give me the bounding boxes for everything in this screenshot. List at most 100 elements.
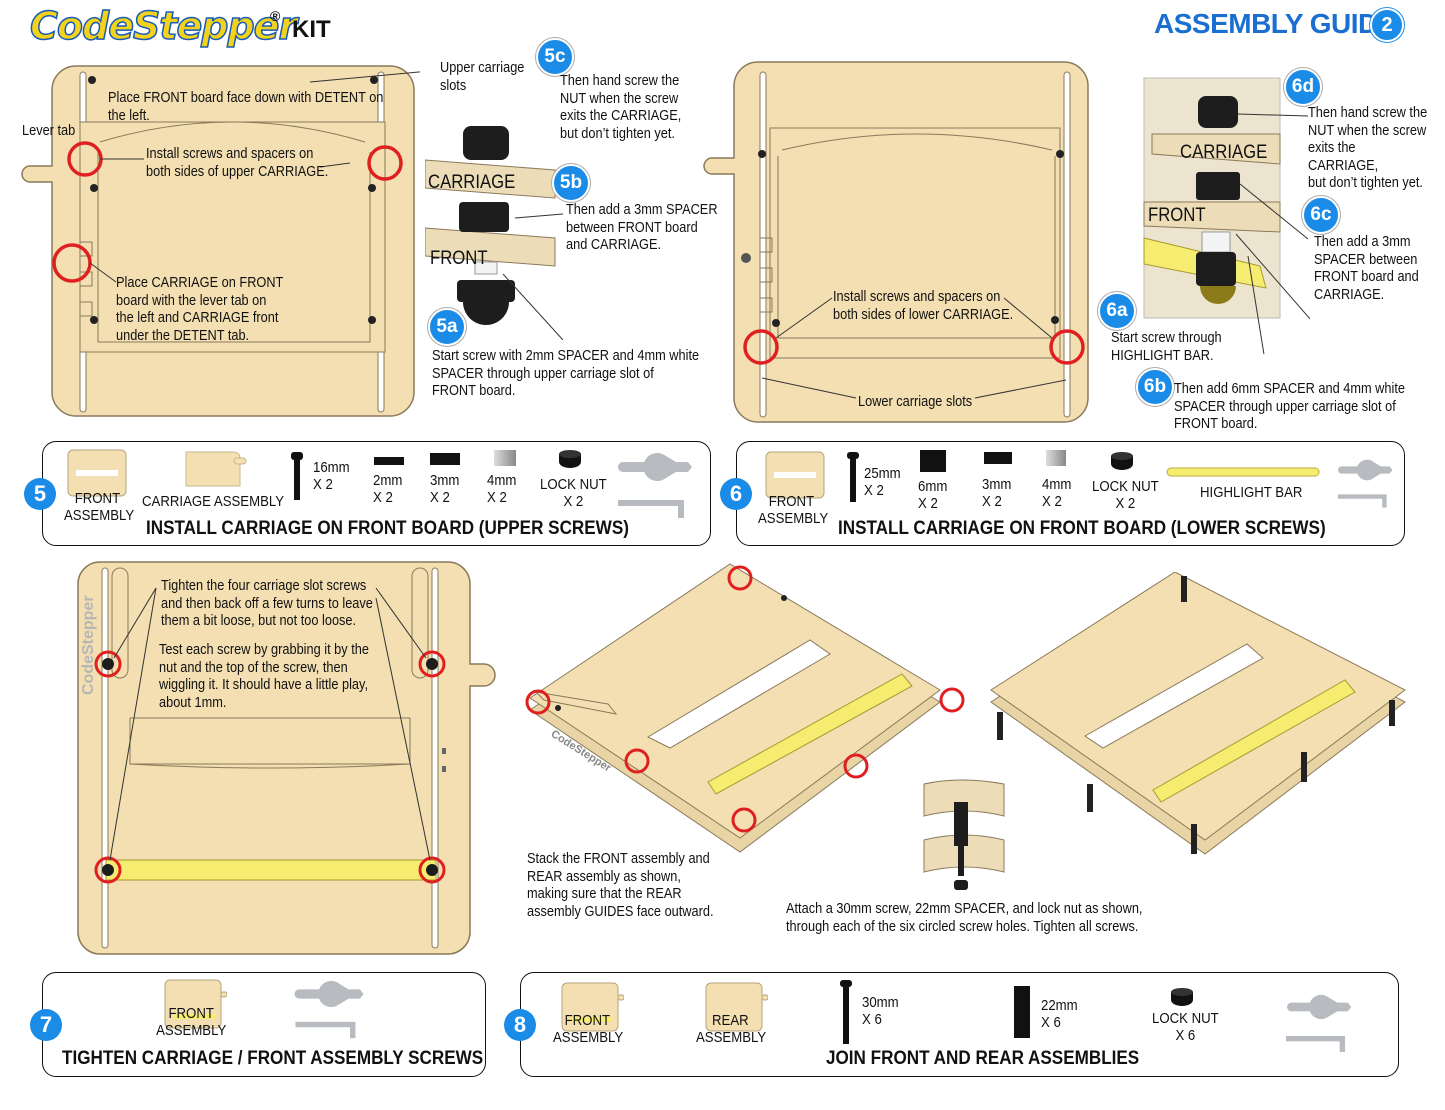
spacer-icon [494, 450, 516, 466]
text-5b: Then add a 3mm SPACER between FRONT boar… [566, 202, 718, 253]
text-6b: Then add 6mm SPACER and 4mm white SPACER… [1174, 381, 1405, 432]
part-22mm-spacer: 22mm X 6 [1041, 997, 1078, 1031]
badge-6c: 6c [1302, 196, 1340, 234]
wrench-icon [1287, 994, 1352, 1020]
upper-slots-callout: Upper carriage slots [440, 60, 525, 94]
place-carriage-callout: Place CARRIAGE on FRONT board with the l… [116, 275, 284, 344]
spacer-icon [1046, 450, 1066, 466]
rear-assembly-thumbnail [705, 982, 768, 1032]
part-front-assembly: FRONT ASSEMBLY [64, 490, 135, 524]
text-6d: Then hand screw the NUT when the screw e… [1308, 105, 1428, 191]
part-lock-nut: LOCK NUT X 6 [1152, 1010, 1219, 1044]
step8-stacked-assembly-illustration [525, 563, 965, 853]
lock-nut-icon [559, 450, 581, 468]
spacer-screw-detail-illustration [923, 779, 1005, 890]
part-16mm-screw: 16mm X 2 [313, 459, 350, 493]
step6-parts-panel [736, 441, 1405, 546]
badge-5c: 5c [536, 38, 574, 76]
step5-front-label: FRONT [430, 248, 488, 269]
hex-key-icon [295, 1021, 356, 1039]
step6-screw-detail-illustration [1143, 77, 1310, 354]
badge-6d: 6d [1284, 68, 1322, 106]
screw-icon [847, 452, 859, 502]
step8-number-badge: 8 [504, 1009, 536, 1041]
step6-front-label: FRONT [1148, 205, 1206, 226]
part-rear-assembly: REAR ASSEMBLY [696, 1012, 767, 1046]
stack-callout: Stack the FRONT assembly and REAR assemb… [527, 851, 714, 920]
attach-callout: Attach a 30mm screw, 22mm SPACER, and lo… [786, 901, 1143, 935]
part-30mm-screw: 30mm X 6 [862, 994, 899, 1028]
spacer-icon [374, 457, 404, 465]
step8-panel-title: JOIN FRONT AND REAR ASSEMBLIES [826, 1048, 1140, 1069]
step6-panel-title: INSTALL CARRIAGE ON FRONT BOARD (LOWER S… [838, 518, 1326, 539]
screw-icon [291, 452, 303, 500]
step5-front-board-illustration [21, 65, 420, 417]
spacer-icon [430, 453, 460, 465]
part-front-assembly: FRONT ASSEMBLY [553, 1012, 624, 1046]
kit-label: KIT [292, 16, 331, 43]
guide-title: ASSEMBLY GUIDE [1154, 8, 1396, 39]
tighten-callout: Tighten the four carriage slot screws an… [161, 578, 373, 629]
step7-panel-title: TIGHTEN CARRIAGE / FRONT ASSEMBLY SCREWS [62, 1048, 484, 1069]
step5-panel-title: INSTALL CARRIAGE ON FRONT BOARD (UPPER S… [146, 518, 629, 539]
front-assembly-thumbnail [561, 982, 624, 1032]
highlight-bar-thumbnail [1166, 467, 1320, 477]
lock-nut-icon [1111, 452, 1133, 470]
step7-parts-panel [42, 972, 486, 1077]
step8-rear-assembly-illustration [990, 572, 1406, 855]
step7-board-illustration [77, 561, 496, 955]
part-4mm-spacer: 4mm X 2 [487, 472, 517, 506]
spacer-icon [1014, 986, 1030, 1038]
spacer-icon [984, 452, 1012, 464]
part-lock-nut: LOCK NUT X 2 [1092, 478, 1159, 512]
part-3mm-spacer: 3mm X 2 [430, 472, 460, 506]
front-assembly-thumbnail [765, 451, 825, 499]
step5-carriage-label: CARRIAGE [428, 172, 516, 193]
part-4mm-spacer: 4mm X 2 [1042, 476, 1072, 510]
registered-mark: ® [270, 8, 281, 24]
step6-front-board-illustration [703, 61, 1089, 423]
hex-key-icon [1286, 1035, 1346, 1053]
part-front-assembly: FRONT ASSEMBLY [156, 1005, 227, 1039]
part-25mm-screw: 25mm X 2 [864, 465, 901, 499]
brand-logo: CodeStepper [29, 3, 298, 49]
place-front-callout: Place FRONT board face down with DETENT … [108, 90, 384, 124]
part-3mm-spacer: 3mm X 2 [982, 476, 1012, 510]
screw-icon [840, 980, 852, 1044]
hex-key-icon [1338, 494, 1387, 508]
front-assembly-thumbnail [67, 449, 127, 497]
part-6mm-spacer: 6mm X 2 [918, 478, 948, 512]
step7-number-badge: 7 [30, 1009, 62, 1041]
text-5a: Start screw with 2mm SPACER and 4mm whit… [432, 348, 700, 399]
install-lower-callout: Install screws and spacers on both sides… [833, 289, 1014, 323]
install-screws-callout: Install screws and spacers on both sides… [146, 146, 329, 180]
front-assembly-thumbnail [164, 979, 227, 1029]
lock-nut-icon [1171, 988, 1193, 1006]
carriage-assembly-thumbnail [185, 451, 247, 487]
part-front-assembly: FRONT ASSEMBLY [758, 493, 829, 527]
lower-slots-callout: Lower carriage slots [858, 394, 973, 410]
badge-6b: 6b [1136, 368, 1174, 406]
part-carriage-assembly: CARRIAGE ASSEMBLY [142, 493, 285, 510]
step6-number-badge: 6 [720, 478, 752, 510]
guide-number-badge: 2 [1370, 8, 1404, 42]
part-2mm-spacer: 2mm X 2 [373, 472, 403, 506]
wrench-icon [618, 453, 692, 481]
spacer-icon [920, 450, 946, 472]
lever-tab-callout: Lever tab [22, 123, 76, 139]
step5-number-badge: 5 [24, 478, 56, 510]
hex-key-icon [618, 500, 684, 518]
part-highlight-bar: HIGHLIGHT BAR [1200, 484, 1303, 501]
wrench-icon [294, 980, 364, 1008]
test-callout: Test each screw by grabbing it by the nu… [159, 642, 369, 711]
step5-screw-detail-illustration [425, 126, 564, 340]
step6-carriage-label: CARRIAGE [1180, 142, 1268, 163]
part-lock-nut: LOCK NUT X 2 [540, 476, 607, 510]
wrench-icon [1338, 459, 1393, 481]
text-5c: Then hand screw the NUT when the screw e… [560, 73, 682, 142]
text-6c: Then add a 3mm SPACER between FRONT boar… [1314, 234, 1419, 303]
badge-5a: 5a [428, 308, 466, 346]
step8-parts-panel [520, 972, 1399, 1077]
badge-5b: 5b [552, 164, 590, 202]
badge-6a: 6a [1098, 292, 1136, 330]
